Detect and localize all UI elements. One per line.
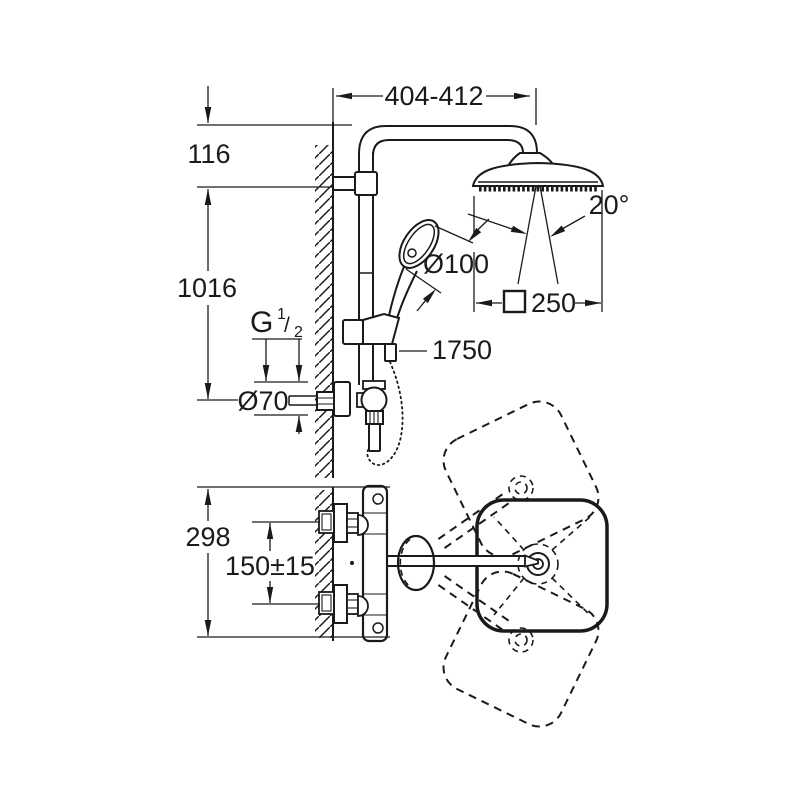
dim-o100-label: Ø100 [423, 249, 489, 279]
thread-g: G [250, 306, 273, 339]
dim-250-label: 250 [531, 288, 576, 318]
thread-slash: / [284, 314, 290, 337]
dim-riser-height: 1016 [177, 189, 238, 401]
shower-hose [366, 361, 404, 466]
dim-o70-label: Ø70 [237, 386, 288, 416]
union-nut [316, 391, 335, 411]
plan-view [315, 400, 609, 728]
side-view [288, 122, 605, 478]
inlet-connection-lower [318, 584, 369, 624]
hand-shower-holder [342, 312, 401, 362]
dim-116-label: 116 [187, 139, 230, 169]
hose-nipple [384, 343, 397, 362]
dim-head-shower-width: 250 [473, 190, 603, 318]
dim-1016-label: 1016 [177, 273, 237, 303]
head-hub-plan [517, 543, 559, 585]
diverter-valve [360, 386, 388, 414]
thermostat-valve [288, 380, 388, 452]
riser-flange-plan [396, 534, 436, 592]
dim-thread-size: G 1 / 2 [250, 306, 303, 381]
thread-num: 1 [277, 306, 286, 323]
square-outline-icon [502, 289, 527, 314]
dim-plan-height: 298 [185, 486, 390, 638]
dim-1750-label: 1750 [432, 335, 492, 365]
wall-section-side [315, 122, 334, 478]
dim-angle-label: 20° [589, 190, 630, 220]
dim-escutcheon-diameter: Ø70 [237, 381, 308, 434]
head-shower-side [471, 152, 605, 192]
hose-connector [368, 423, 381, 452]
spray-angle-lines [517, 185, 559, 285]
dim-150-label: 150±15 [225, 551, 315, 581]
dim-hose-length: 1750 [399, 335, 492, 365]
arm-plan [387, 555, 527, 567]
dim-spray-angle: 20° [467, 190, 630, 237]
rail-wall-bracket [332, 171, 378, 196]
inlet-connection-upper [318, 503, 369, 543]
dim-hand-shower-diameter: Ø100 [405, 218, 490, 312]
thread-den: 2 [294, 324, 303, 341]
dim-arm-reach-label: 404-412 [384, 81, 483, 111]
dim-arm-reach: 404-412 [332, 81, 537, 125]
thermostat-body-plan [350, 484, 389, 643]
dim-wall-to-arm-top: 116 [187, 86, 352, 188]
shower-arm [358, 125, 538, 157]
dimensions: 404-412 116 1016 G 1 / [177, 81, 630, 638]
dim-298-label: 298 [185, 522, 230, 552]
swivel-range-dashed [437, 400, 600, 728]
escutcheon [333, 381, 351, 417]
dim-inlet-spacing: 150±15 [225, 521, 320, 605]
